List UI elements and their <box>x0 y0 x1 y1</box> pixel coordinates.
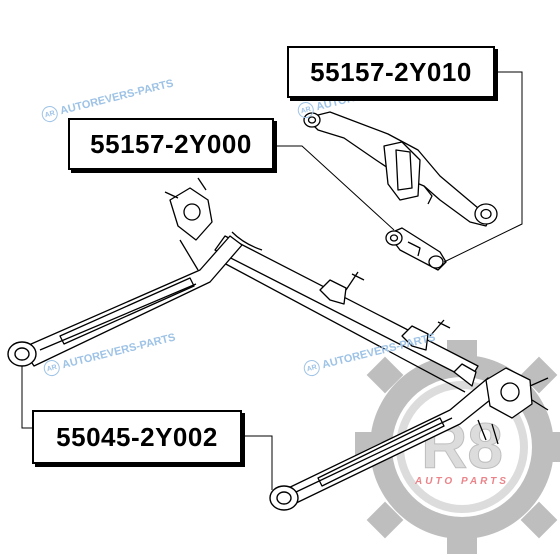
front-bushing-left <box>7 341 37 367</box>
leader-bushing-left <box>21 366 32 429</box>
part-number-bushing: 55045-2Y002 <box>32 410 242 464</box>
axle-beam <box>21 177 549 507</box>
leader-bushing-right <box>242 435 273 490</box>
part-number-link: 55157-2Y000 <box>68 118 274 170</box>
leader-upper-arm <box>443 71 523 263</box>
brand-logo-tagline: AUTO PARTS <box>414 476 509 487</box>
leader-link <box>274 145 395 231</box>
upper-control-arm <box>303 111 498 227</box>
part-number-upper-arm: 55157-2Y010 <box>287 46 495 98</box>
front-bushing-right <box>269 485 299 511</box>
lateral-link <box>385 227 447 271</box>
leader-lines <box>21 71 523 490</box>
